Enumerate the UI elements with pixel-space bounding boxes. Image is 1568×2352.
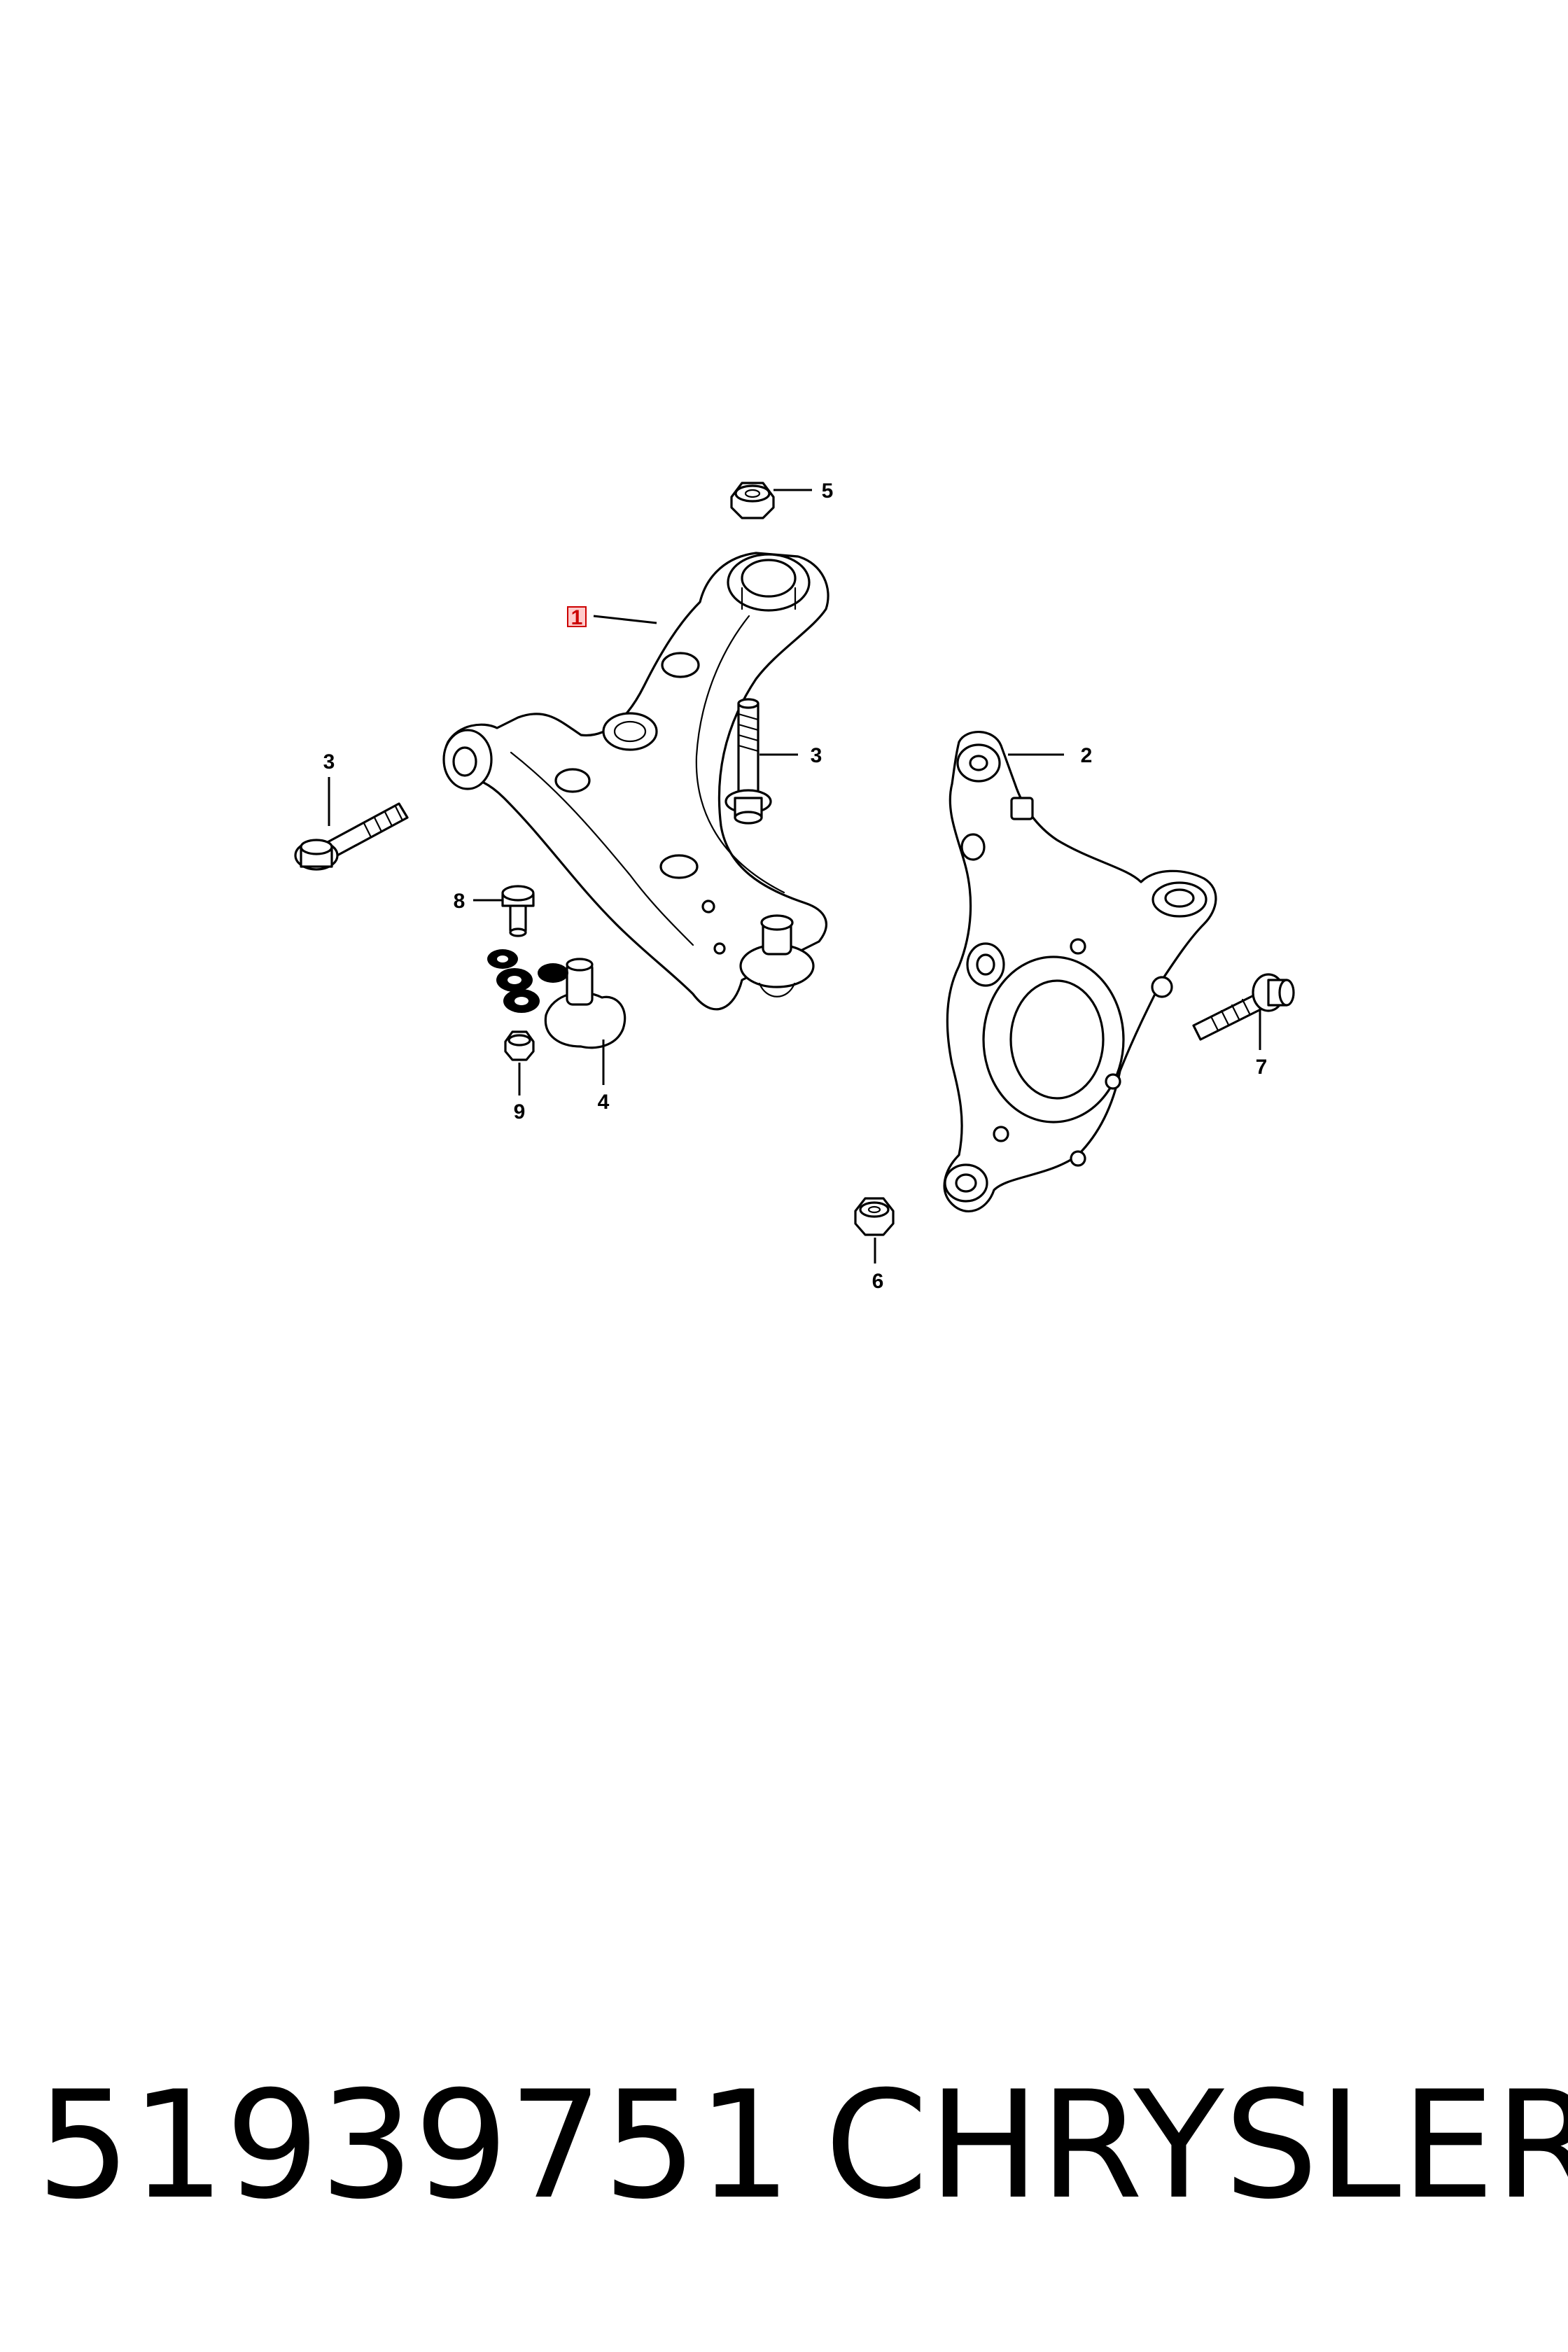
callout-3-left: 3 [323, 750, 335, 774]
leader-lines [328, 489, 1261, 1264]
callout-labels: 1 2 3 3 4 5 6 7 8 9 [323, 479, 1268, 1293]
callout-8: 8 [454, 890, 465, 913]
brand-name: CHRYSLER [825, 2059, 1568, 2232]
small-bolt [501, 885, 535, 937]
lower-control-arm [442, 552, 830, 1011]
callout-9: 9 [514, 1100, 526, 1124]
small-nut [504, 1030, 535, 1061]
ball-joint [487, 949, 626, 1049]
steering-knuckle [943, 731, 1217, 1212]
callout-3-center: 3 [811, 744, 822, 767]
callout-2: 2 [1081, 744, 1093, 767]
callout-5: 5 [822, 479, 834, 503]
part-number: 51939751 [36, 2059, 792, 2232]
callout-7: 7 [1256, 1056, 1268, 1079]
callout-1-highlight [567, 606, 587, 627]
bolt-left [294, 802, 409, 871]
callout-1: 1 [571, 606, 583, 629]
callout-4: 4 [598, 1091, 610, 1114]
nut-bottom [854, 1197, 895, 1236]
bolt-right [1192, 973, 1295, 1041]
footer: 51939751 CHRYSLER [0, 2030, 1568, 2261]
bolt-center [724, 698, 772, 825]
callout-6: 6 [872, 1270, 884, 1293]
nut-top [730, 482, 775, 519]
